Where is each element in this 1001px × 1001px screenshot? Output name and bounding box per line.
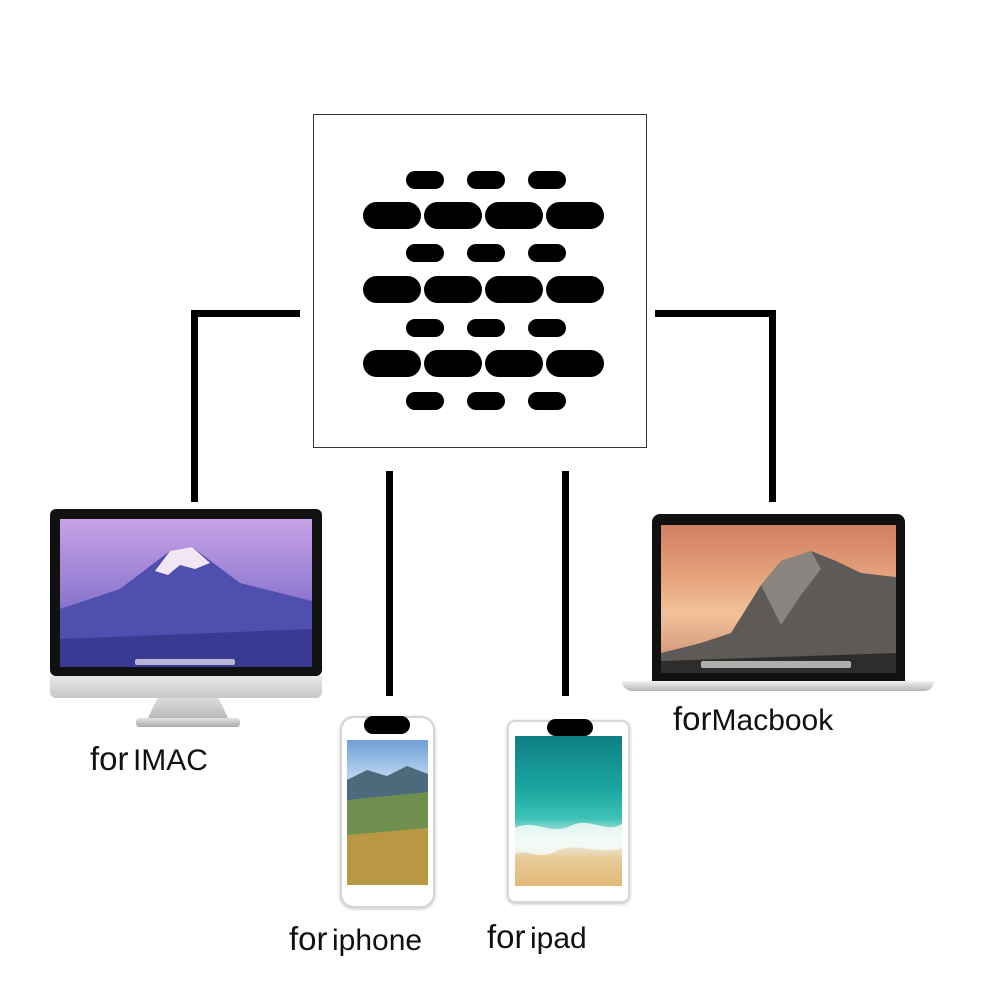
camera-cover-large bbox=[424, 350, 482, 377]
camera-cover-large bbox=[546, 276, 604, 303]
macbook-display bbox=[652, 514, 905, 681]
camera-cover-small bbox=[406, 171, 444, 189]
label-macbook-device: Macbook bbox=[711, 704, 834, 737]
camera-cover-large bbox=[546, 202, 604, 229]
camera-cover-large bbox=[363, 202, 421, 229]
connector-macbook-vertical bbox=[769, 310, 776, 502]
iphone-screen-wallpaper bbox=[347, 740, 428, 885]
label-macbook-for: for bbox=[673, 700, 712, 737]
beach-illustration bbox=[515, 822, 622, 855]
camera-cover-small bbox=[467, 392, 505, 410]
camera-cover-small bbox=[528, 171, 566, 189]
mountain-cliff-illustration bbox=[661, 551, 896, 673]
camera-cover-large bbox=[424, 276, 482, 303]
imac-screen-wallpaper bbox=[60, 519, 312, 667]
label-imac-device: IMAC bbox=[132, 744, 208, 777]
iphone-device bbox=[340, 716, 435, 908]
mountain-illustration bbox=[60, 547, 312, 667]
connector-imac-vertical bbox=[191, 310, 198, 502]
iphone-camera-cover bbox=[364, 716, 410, 734]
camera-cover-small bbox=[467, 244, 505, 262]
label-ipad-device: ipad bbox=[529, 922, 587, 955]
ipad-camera-cover bbox=[547, 719, 593, 736]
macbook-screen-wallpaper bbox=[661, 525, 896, 673]
connector-macbook-horizontal bbox=[655, 310, 776, 317]
camera-cover-large bbox=[485, 202, 543, 229]
camera-cover-small bbox=[528, 319, 566, 337]
camera-cover-large bbox=[424, 202, 482, 229]
connector-iphone bbox=[386, 471, 393, 696]
label-macbook: forMacbook bbox=[673, 702, 833, 736]
label-ipad-for: for bbox=[487, 918, 526, 955]
camera-cover-small bbox=[467, 319, 505, 337]
imac-base bbox=[136, 718, 240, 727]
camera-cover-large bbox=[485, 276, 543, 303]
camera-cover-small bbox=[467, 171, 505, 189]
connector-ipad bbox=[562, 471, 569, 696]
ipad-screen-wallpaper bbox=[515, 736, 622, 886]
camera-cover-large bbox=[546, 350, 604, 377]
label-imac: for IMAC bbox=[90, 742, 208, 776]
macbook-base bbox=[622, 681, 934, 691]
camera-cover-large bbox=[363, 350, 421, 377]
label-iphone-device: iphone bbox=[331, 924, 423, 957]
camera-cover-small bbox=[528, 392, 566, 410]
cover-sheet bbox=[313, 114, 647, 448]
connector-imac-horizontal bbox=[191, 310, 300, 317]
camera-cover-small bbox=[406, 319, 444, 337]
label-imac-for: for bbox=[90, 740, 129, 777]
camera-cover-small bbox=[406, 392, 444, 410]
label-ipad: for ipad bbox=[487, 920, 587, 954]
label-iphone-for: for bbox=[289, 920, 328, 957]
imac-display bbox=[50, 509, 322, 676]
camera-cover-large bbox=[363, 276, 421, 303]
landscape-illustration bbox=[347, 766, 428, 885]
camera-cover-large bbox=[485, 350, 543, 377]
label-iphone: for iphone bbox=[289, 922, 422, 956]
imac-chin bbox=[50, 676, 322, 698]
imac-stand bbox=[148, 698, 228, 718]
camera-cover-small bbox=[406, 244, 444, 262]
ipad-device bbox=[507, 719, 630, 903]
camera-cover-small bbox=[528, 244, 566, 262]
